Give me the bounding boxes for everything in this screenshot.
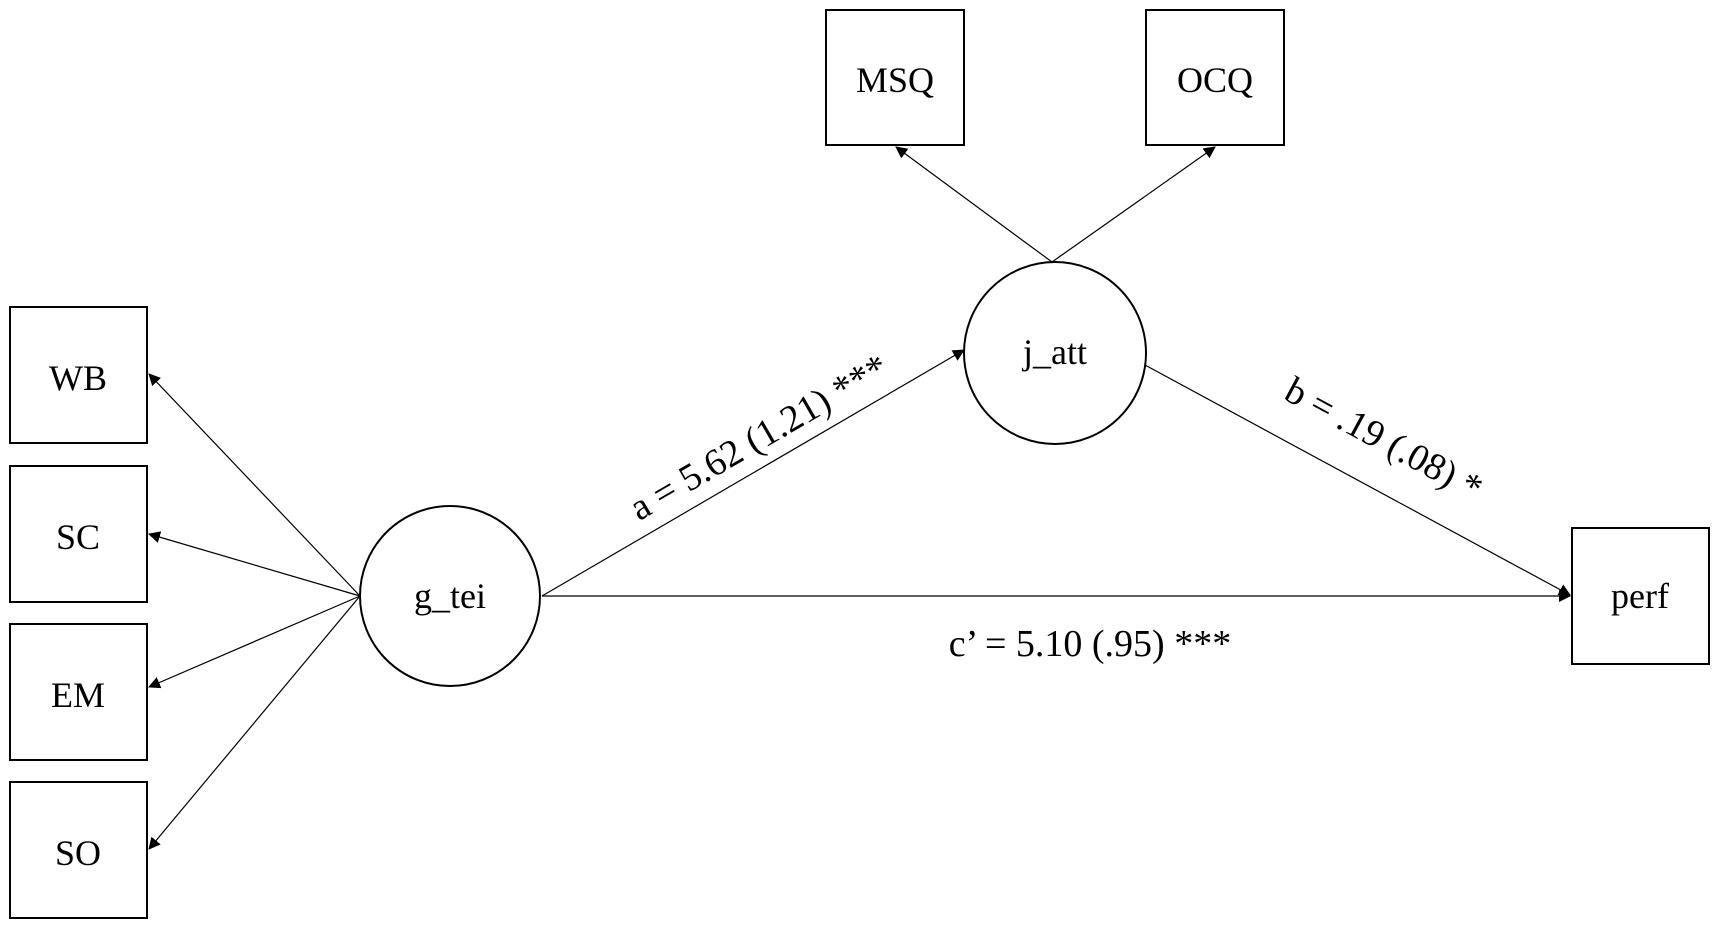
path-jatt-ocq xyxy=(1051,146,1216,263)
latent-jatt-label: j_att xyxy=(1021,332,1087,372)
path-b xyxy=(1144,364,1571,596)
path-gtei-so xyxy=(148,595,361,850)
latent-gtei: g_tei xyxy=(359,505,541,687)
indicator-sc-label: SC xyxy=(56,517,100,557)
indicator-so: SO xyxy=(9,781,148,919)
indicator-ocq-label: OCQ xyxy=(1177,60,1253,100)
path-gtei-em xyxy=(148,595,361,689)
indicator-ocq: OCQ xyxy=(1145,9,1285,146)
indicator-so-label: SO xyxy=(55,833,101,873)
indicator-msq-label: MSQ xyxy=(856,60,934,100)
outcome-perf: perf xyxy=(1571,527,1710,665)
path-gtei-wb xyxy=(148,373,361,597)
indicator-wb-label: WB xyxy=(49,358,107,398)
indicator-em-label: EM xyxy=(51,675,105,715)
indicator-wb: WB xyxy=(9,306,148,444)
path-a xyxy=(541,349,965,597)
indicator-sc: SC xyxy=(9,465,148,603)
path-b-label: b = .19 (.08) * xyxy=(1278,369,1490,510)
path-jatt-msq xyxy=(895,146,1053,263)
indicator-msq: MSQ xyxy=(825,9,965,146)
latent-jatt: j_att xyxy=(963,261,1147,445)
latent-gtei-label: g_tei xyxy=(414,576,486,616)
path-gtei-sc xyxy=(148,531,361,597)
path-c-prime-label: c’ = 5.10 (.95) *** xyxy=(949,623,1231,665)
outcome-perf-label: perf xyxy=(1611,576,1669,616)
path-a-label: a = 5.62 (1.21) *** xyxy=(622,346,895,529)
indicator-em: EM xyxy=(9,623,148,761)
